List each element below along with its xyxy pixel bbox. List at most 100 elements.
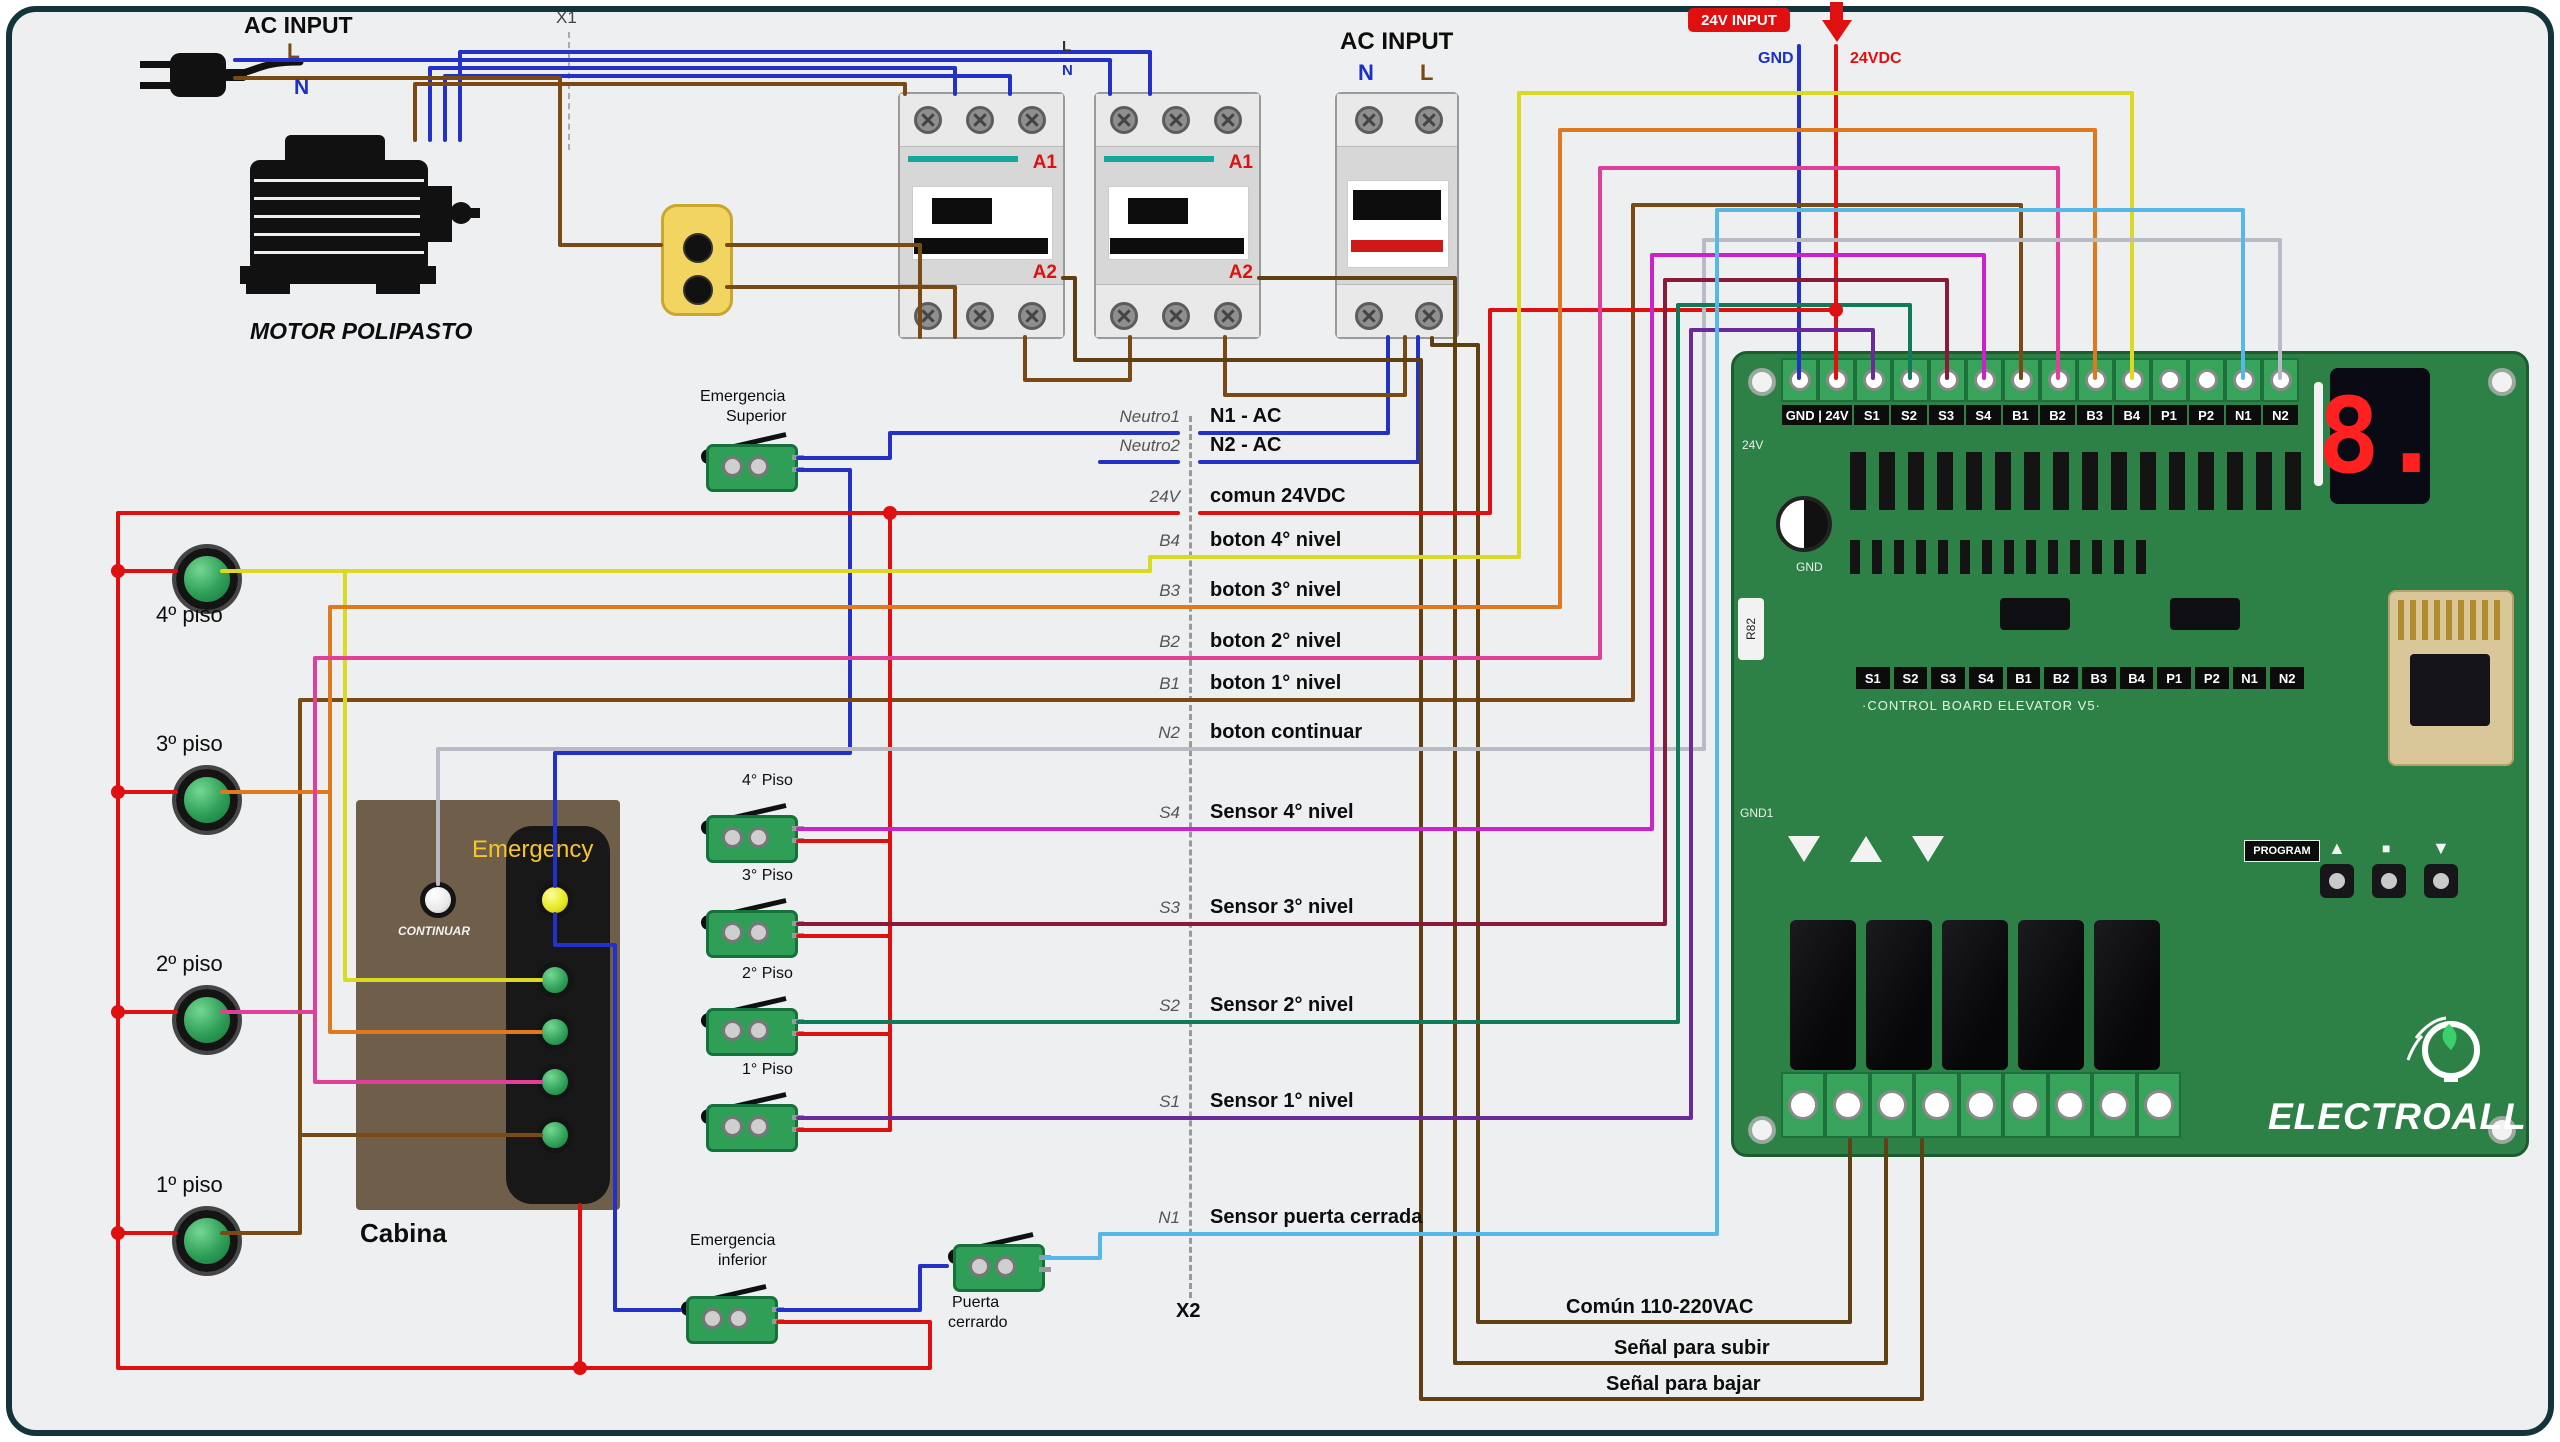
resistor-r82: R82	[1738, 598, 1764, 660]
rail-signal: boton 4° nivel	[1210, 529, 1342, 551]
rail-row-n2: N2 boton continuar	[1000, 721, 1700, 744]
terminal-label: N1	[2224, 404, 2262, 426]
terminal-label: S3	[1927, 404, 1965, 426]
mid-label: S2	[1892, 666, 1929, 690]
ac-l-label: L	[287, 40, 300, 63]
floor-label-2: 2º piso	[156, 951, 223, 976]
cabina-button-3	[537, 1014, 573, 1050]
mid-label: P2	[2194, 666, 2230, 690]
program-chip: PROGRAM	[2244, 840, 2320, 862]
pcb-hole	[1748, 368, 1776, 396]
breaker-title: AC INPUT	[1340, 28, 1454, 55]
dc-24vdc-label: 24VDC	[1850, 50, 1902, 67]
terminal-label: S1	[1853, 404, 1891, 426]
floor-button-3	[176, 769, 238, 831]
bundle-l-label: L	[1062, 38, 1072, 55]
ic-chip	[2170, 598, 2240, 630]
rail-row-b4: B4 boton 4° nivel	[1000, 529, 1700, 552]
mid-label: B4	[2118, 666, 2155, 690]
switch-p2-label: 2° Piso	[742, 965, 793, 982]
terminal-label: P2	[2187, 404, 2225, 426]
relay	[1866, 920, 1932, 1070]
button-ok-icon: ■	[2382, 840, 2391, 856]
rail-pin: S4	[1159, 803, 1180, 822]
x2-marker: X2	[1176, 1300, 1201, 1322]
rail-pin: B1	[1159, 674, 1180, 693]
rail-row-b2: B2 boton 2° nivel	[1000, 630, 1700, 653]
output-bajar-label: Señal para bajar	[1600, 1373, 1767, 1396]
switch-emergencia-inferior	[679, 1274, 784, 1344]
rail-signal: boton 2° nivel	[1210, 630, 1342, 652]
button-down-icon: ▼	[2432, 838, 2450, 858]
mid-label: S3	[1930, 666, 1967, 690]
pcb-hole	[2488, 1116, 2516, 1144]
program-label: PROGRAM	[2253, 845, 2311, 857]
board-terminal-strip-top	[1781, 358, 2299, 402]
bulb-leaf-icon	[2406, 1016, 2480, 1082]
switch-p4-label: 4° Piso	[742, 772, 793, 789]
rail-pin: B2	[1159, 632, 1180, 651]
rail-signal: Sensor puerta cerrada	[1210, 1206, 1423, 1228]
board-button-up	[2320, 864, 2354, 898]
floor-label-4: 4º piso	[156, 602, 223, 627]
cabina-emergency-label: Emergency	[472, 836, 594, 863]
breaker-n-label: N	[1358, 60, 1374, 85]
board-title: ·CONTROL BOARD ELEVATOR V5·	[1862, 698, 2101, 713]
arrow-down-icon	[1788, 836, 1820, 862]
rail-signal: N2 - AC	[1210, 434, 1282, 456]
board-terminal-strip-bottom	[1781, 1072, 2181, 1138]
rail-row-24v: 24V comun 24VDC	[1000, 485, 1700, 508]
cabina-emergency-button	[537, 882, 573, 918]
mid-label: S4	[1968, 666, 2004, 690]
dc-input-badge-text: 24V INPUT	[1701, 11, 1777, 29]
floor-label-1: 1º piso	[156, 1172, 223, 1197]
switch-piso-2	[699, 986, 804, 1056]
resistor-row	[1850, 540, 2150, 574]
seven-segment-display: 8.	[2317, 368, 2443, 504]
contactor2-a1-label: A1	[1228, 152, 1253, 173]
rail-signal: comun 24VDC	[1210, 485, 1346, 507]
rail-signal: boton continuar	[1210, 721, 1363, 743]
rail-pin: B4	[1159, 531, 1180, 550]
mid-label: B2	[2043, 666, 2080, 690]
output-comun-label: Común 110-220VAC	[1560, 1296, 1760, 1319]
output-subir-label: Señal para subir	[1608, 1337, 1776, 1360]
terminal-block-yellow	[661, 204, 733, 316]
pcb-hole	[1748, 1116, 1776, 1144]
board-v24-label: 24V	[1742, 438, 1764, 452]
floor-label-3: 3º piso	[156, 731, 223, 756]
terminal-label: B3	[2076, 404, 2114, 426]
contactor-2: A1 A2	[1094, 92, 1261, 339]
mid-label: B3	[2081, 666, 2117, 690]
rail-pin: S2	[1159, 996, 1180, 1015]
rail-signal: boton 1° nivel	[1210, 672, 1342, 694]
relay	[2018, 920, 2084, 1070]
switch-p3-label: 3° Piso	[742, 867, 793, 884]
rail-pin: N2	[1158, 723, 1180, 742]
board-button-down	[2424, 864, 2458, 898]
switch-door-label-1: Puerta	[952, 1294, 1000, 1311]
relay	[1942, 920, 2008, 1070]
dc-input-badge: 24V INPUT	[1688, 8, 1790, 32]
board-gnd-label: GND	[1796, 560, 1823, 574]
switch-piso-4	[699, 793, 804, 863]
ac-input-title-left: AC INPUT	[244, 12, 353, 38]
switch-door-label-2: cerrardo	[948, 1314, 1008, 1331]
arrow-down-icon	[1912, 836, 1944, 862]
board-mid-labels: S1 S2 S3 S4 B1 B2 B3 B4 P1 P2 N1 N2	[1855, 666, 2306, 690]
r82-label: R82	[1744, 617, 1758, 640]
rail-pin: 24V	[1149, 487, 1180, 506]
motor-label: MOTOR POLIPASTO	[250, 318, 473, 344]
terminal-label: S4	[1964, 404, 2002, 426]
relay	[2094, 920, 2160, 1070]
cabina-button-1	[537, 1117, 573, 1153]
cabina-title: Cabina	[360, 1218, 447, 1248]
pcb-hole	[2488, 368, 2516, 396]
terminal-label: B4	[2113, 404, 2151, 426]
